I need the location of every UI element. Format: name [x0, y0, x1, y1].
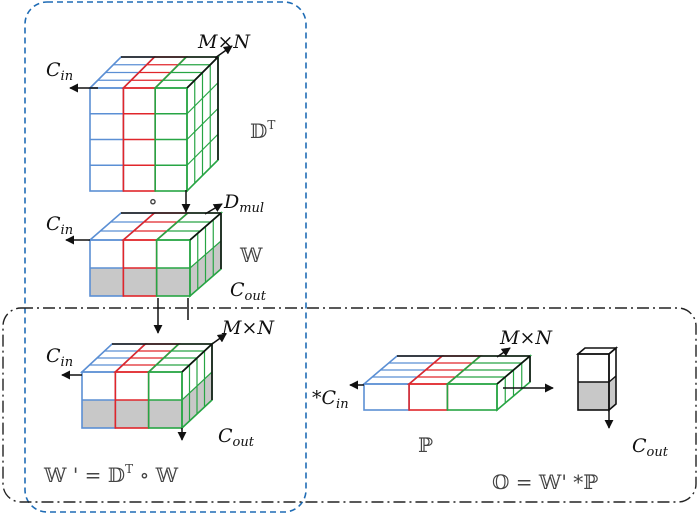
top-right-edge — [181, 343, 213, 373]
mn-label-right: M×N — [499, 327, 553, 349]
dmul-label: Dmul — [223, 191, 264, 216]
cin-label-3: Cin — [46, 345, 73, 370]
output-gray-fill — [578, 382, 609, 410]
front-section — [446, 383, 498, 411]
output-column — [575, 346, 619, 412]
side-row-line — [181, 371, 213, 401]
mn-label-mid: M×N — [221, 317, 275, 339]
top-section — [87, 212, 157, 241]
cin-label-2: Cin — [46, 213, 73, 238]
cube3-mn-axis — [211, 333, 227, 345]
dt-cube — [88, 55, 220, 193]
top-right-edge — [189, 212, 222, 241]
p-label: ℙ — [418, 433, 433, 457]
mn-label-top: M×N — [197, 31, 251, 53]
side-row-line — [186, 82, 219, 115]
cin-label-1: Cin — [46, 59, 73, 84]
front-section — [363, 383, 410, 411]
front-section — [408, 383, 449, 411]
cube4-mn-axis — [496, 347, 511, 358]
star-cin-label: *Cin — [312, 387, 349, 412]
front-gray-fill — [82, 400, 182, 428]
w-label: 𝕎 — [239, 243, 263, 267]
dt-label: 𝔻T — [250, 118, 275, 143]
front-gray-fill — [90, 268, 190, 296]
axes — [61, 45, 614, 441]
top-section — [121, 212, 190, 241]
top-right-edge — [186, 56, 219, 89]
hadamard-symbol: ∘ — [148, 189, 158, 213]
output-side-gray — [609, 376, 616, 410]
side-row-line — [186, 133, 219, 166]
w-prime-cube — [79, 342, 215, 430]
cout-label-1: Cout — [230, 279, 267, 304]
cout-label-2: Cout — [218, 425, 255, 450]
bottom-dashdot-region — [2, 307, 697, 503]
left-dashed-region — [24, 1, 307, 513]
cube1-mn-axis — [214, 45, 233, 59]
output-side — [608, 346, 617, 412]
cube2-dmul-axis — [204, 203, 223, 215]
side-row-line — [186, 108, 219, 140]
top-right-edge — [496, 355, 531, 385]
p-slab — [361, 354, 533, 412]
top-section — [154, 212, 224, 241]
side-row-line — [189, 240, 222, 269]
cout-label-3: Cout — [632, 435, 669, 460]
output-equation: 𝕆 = 𝕎' *ℙ — [492, 470, 598, 494]
output-side-mid — [608, 375, 617, 383]
w-prime-equation: 𝕎 ' = 𝔻T ∘ 𝕎 — [43, 462, 179, 487]
w-cube — [87, 211, 224, 298]
